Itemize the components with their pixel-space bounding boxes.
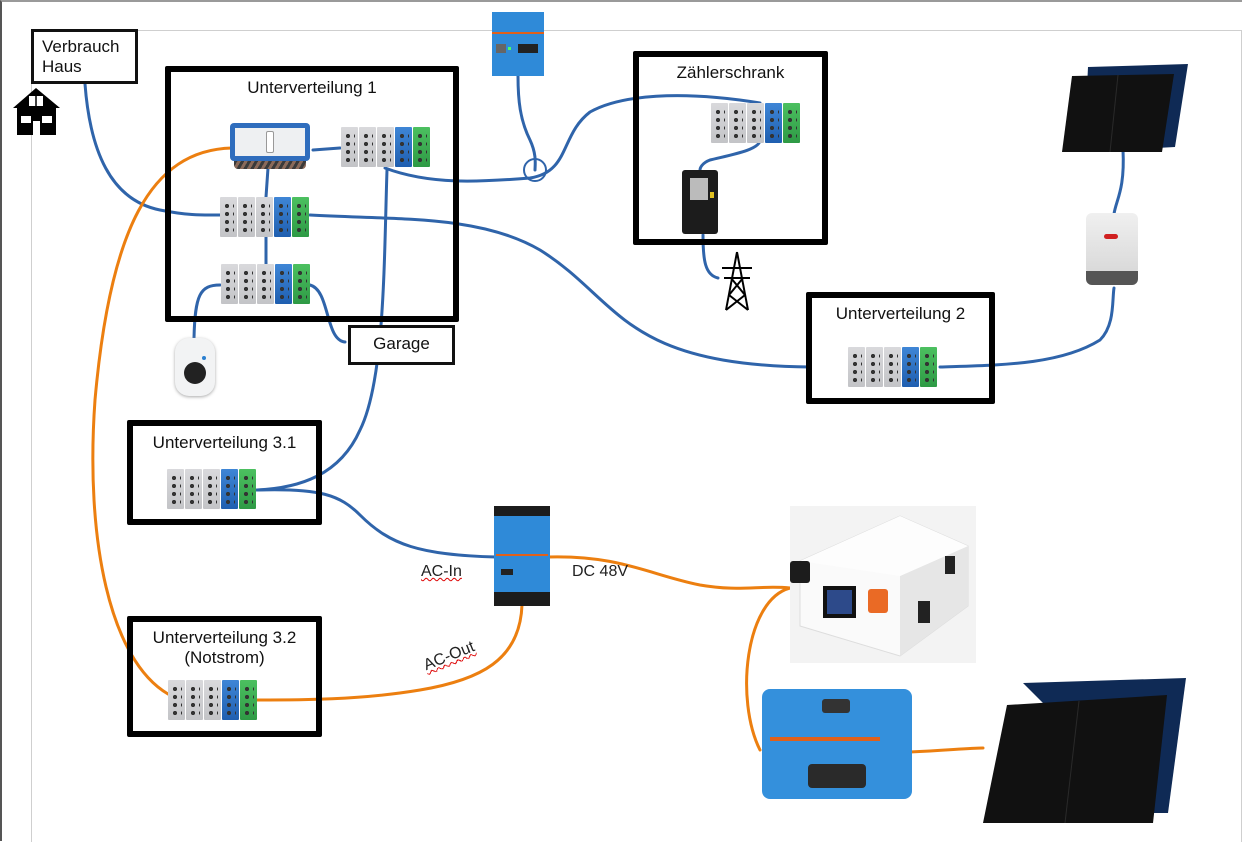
wire-uv2-to-pv-inverter xyxy=(938,286,1116,369)
current-sensor-ring xyxy=(523,158,547,182)
wire-energy-meter-to-sensor xyxy=(516,74,537,172)
wire-uv1-to-wallbox xyxy=(192,283,222,340)
wire-label-ac-in: AC-In xyxy=(421,563,462,580)
terminal-block-meter-cabinet xyxy=(711,103,801,143)
pv-modules-roof xyxy=(1062,62,1190,153)
transfer-switch[interactable] xyxy=(230,123,310,171)
box-unterverteilung-1: Unterverteilung 1 xyxy=(165,66,459,322)
wire-pv-inverter-to-pv xyxy=(1112,148,1125,216)
wire-switch-to-uv1-mid xyxy=(264,166,270,199)
box-title: Zählerschrank xyxy=(676,63,785,82)
wire-uv1-to-uv31 xyxy=(255,168,389,492)
wire-uv1-to-garage xyxy=(308,283,347,344)
pv-inverter xyxy=(1086,213,1138,287)
wire-label-dc: DC 48V xyxy=(572,563,629,580)
wire-meter-terminal-to-meter xyxy=(698,138,762,172)
wire-multiplus-to-uv32 xyxy=(255,603,524,702)
box-title-line1: Unterverteilung 3.2 xyxy=(152,628,297,647)
energy-meter xyxy=(492,12,544,76)
box-unterverteilung-2: Unterverteilung 2 xyxy=(806,292,995,404)
box-title: Unterverteilung 3.1 xyxy=(152,433,297,452)
wire-uv1-to-uv2 xyxy=(308,213,812,369)
box-unterverteilung-3-1: Unterverteilung 3.1 xyxy=(127,420,322,525)
wire-consumer-to-uv1 xyxy=(83,82,222,217)
wallbox xyxy=(175,338,215,396)
box-unterverteilung-3-2: Unterverteilung 3.2 (Notstrom) xyxy=(127,616,322,737)
box-title: Unterverteilung 1 xyxy=(247,78,377,97)
wire-mppt-to-pv xyxy=(908,746,985,754)
terminal-block-uv3-2 xyxy=(168,680,258,720)
consumer-label: Verbrauch Haus xyxy=(31,29,138,84)
electricity-meter xyxy=(680,170,720,234)
box-zaehlerschrank: Zählerschrank xyxy=(633,51,828,245)
box-title-line2: (Notstrom) xyxy=(184,648,265,667)
pv-modules-ground xyxy=(983,673,1189,824)
garage-label-text: Garage xyxy=(373,334,430,353)
consumer-label-line1: Verbrauch xyxy=(42,37,120,56)
garage-label: Garage xyxy=(348,325,455,365)
terminal-block-uv2 xyxy=(848,347,938,387)
box-title: Unterverteilung 3.2 (Notstrom) xyxy=(133,628,316,668)
wire-uv31-to-multiplus xyxy=(255,488,498,559)
terminal-block-uv3-1 xyxy=(167,469,257,509)
inverter-charger xyxy=(494,506,550,606)
power-tower-icon xyxy=(718,250,756,312)
wire-switch-to-terminal xyxy=(311,146,342,152)
mppt-charge-controller xyxy=(762,689,912,805)
switch-handle-icon xyxy=(266,131,274,153)
battery xyxy=(790,506,976,663)
box-title: Unterverteilung 2 xyxy=(835,304,966,323)
terminal-block-uv1-low xyxy=(221,264,311,304)
terminal-block-uv1-top xyxy=(341,127,431,167)
house-icon xyxy=(9,86,64,136)
wire-multiplus-to-battery xyxy=(546,555,792,590)
terminal-block-uv1-mid xyxy=(220,197,310,237)
wire-battery-to-mppt xyxy=(745,586,792,752)
consumer-label-line2: Haus xyxy=(42,57,82,76)
